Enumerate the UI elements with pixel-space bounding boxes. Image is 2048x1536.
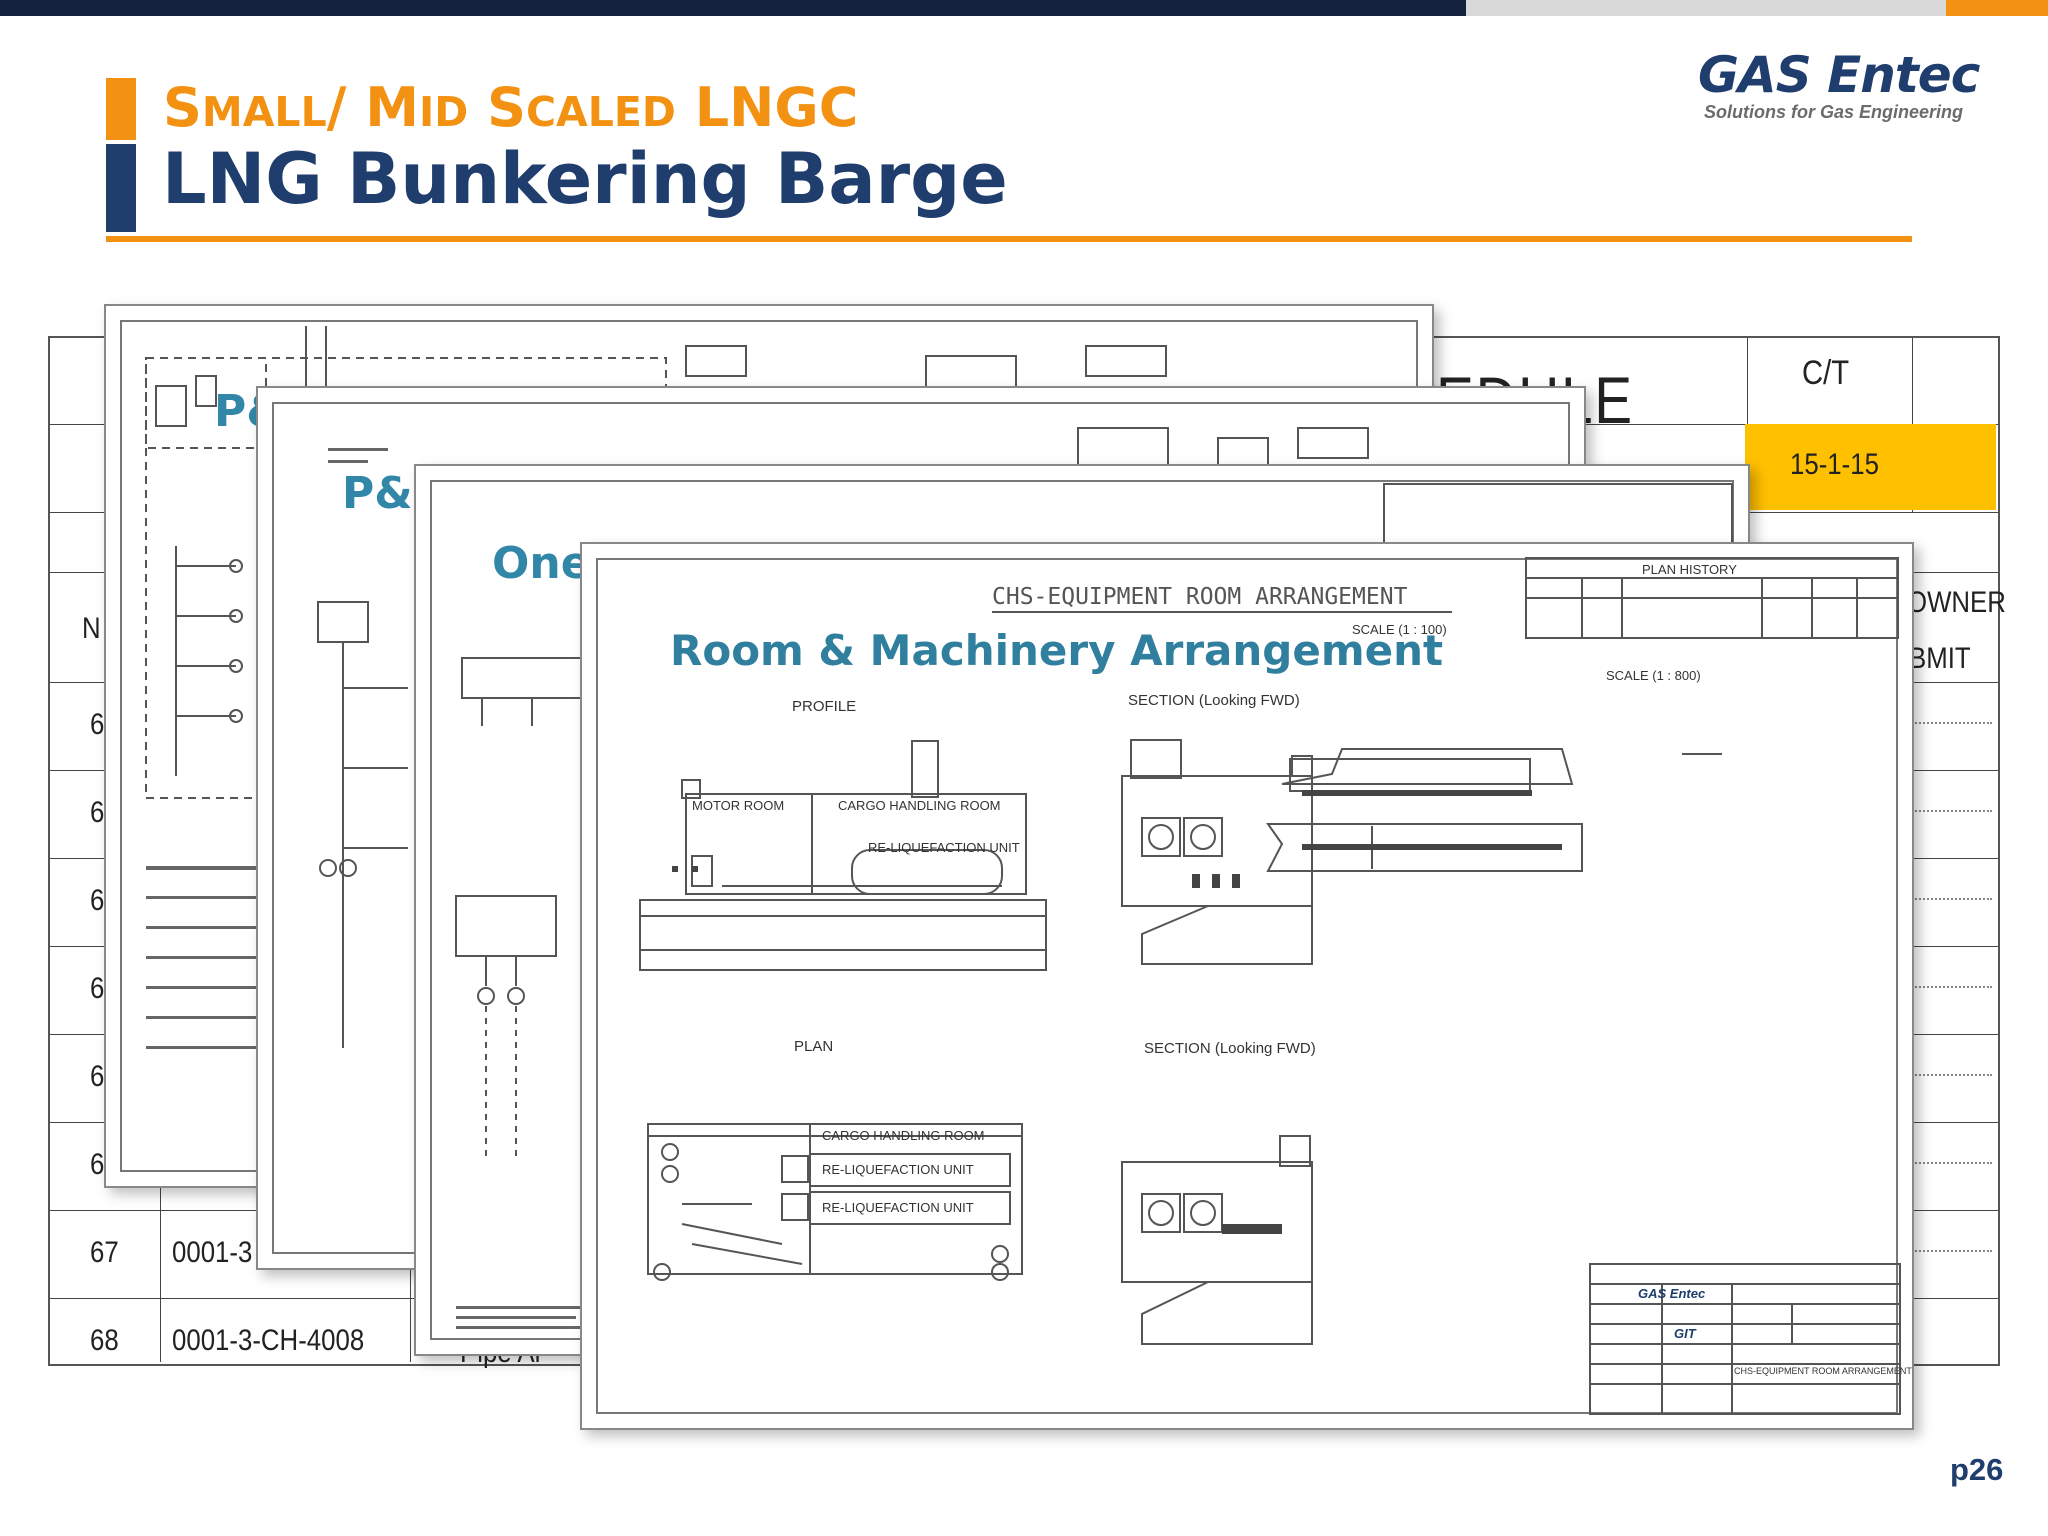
ct-value-cell <box>1745 424 1996 510</box>
table-dotted-rule <box>1912 810 1992 812</box>
table-dotted-rule <box>1912 1074 1992 1076</box>
room-label: RE-LIQUEFACTION UNIT <box>868 840 1020 855</box>
drawing-scale: SCALE (1 : 100) <box>1352 622 1447 637</box>
plan-history-title: PLAN HISTORY <box>1642 562 1737 577</box>
row-number: 6 <box>90 1148 105 1181</box>
titleblock-logo: GAS Entec <box>1638 1286 1706 1301</box>
titleblock-drawing-name: CHS-EQUIPMENT ROOM ARRANGEMENT <box>1734 1366 1912 1376</box>
room-label: CARGO HANDLING ROOM <box>838 798 1001 813</box>
row-number: 68 <box>90 1324 119 1357</box>
view-label-section: SECTION (Looking FWD) <box>1128 692 1300 709</box>
room-label: MOTOR ROOM <box>692 798 785 813</box>
room-label: CARGO HANDLING ROOM <box>822 1128 985 1143</box>
top-bar-gray <box>1466 0 1946 16</box>
view-label-profile: PROFILE <box>792 698 857 715</box>
row-number: 6 <box>90 972 105 1005</box>
row-number: 6 <box>90 796 105 829</box>
overall-scale: SCALE (1 : 800) <box>1606 668 1701 683</box>
title-underline <box>106 236 1912 242</box>
table-dotted-rule <box>1912 1250 1992 1252</box>
logo-wordmark: GAS Entec <box>1698 46 1980 104</box>
sheet-border <box>596 558 1898 1414</box>
table-dotted-rule <box>1912 722 1992 724</box>
logo-tagline: Solutions for Gas Engineering <box>1704 102 1964 122</box>
row-number: 6 <box>90 708 105 741</box>
view-label-section: SECTION (Looking FWD) <box>1144 1040 1316 1057</box>
submit-header: BMIT <box>1909 642 1971 675</box>
table-col-rule <box>410 1210 411 1362</box>
view-label-plan: PLAN <box>794 1038 834 1055</box>
row-number: 6 <box>90 884 105 917</box>
top-bar-dark <box>0 0 1466 16</box>
one-line-schematic <box>455 483 1733 1329</box>
ct-value: 15-1-15 <box>1790 448 1879 481</box>
table-dotted-rule <box>1912 986 1992 988</box>
table-dotted-rule <box>1912 898 1992 900</box>
arrangement-drawing <box>639 557 1901 1415</box>
titleblock-partner: GIT <box>1674 1326 1696 1341</box>
row-number: 67 <box>90 1236 119 1269</box>
table-dotted-rule <box>1912 1162 1992 1164</box>
slide-title: LNG Bunkering Barge <box>162 138 1008 220</box>
room-label: RE-LIQUEFACTION UNIT <box>822 1200 974 1215</box>
owner-header: OWNER <box>1907 586 2006 619</box>
ct-header: C/T <box>1802 354 1850 392</box>
title-accent <box>106 144 136 232</box>
row-number: 6 <box>90 1060 105 1093</box>
drawing-sheet-room-arrangement: CHS-EQUIPMENT ROOM ARRANGEMENT SCALE (1 … <box>580 542 1914 1430</box>
sheet-title: Room & Machinery Arrangement <box>670 626 1444 675</box>
room-label: RE-LIQUEFACTION UNIT <box>822 1162 974 1177</box>
row-doc-number: 0001-3-CH-4008 <box>172 1324 365 1357</box>
company-logo: GAS Entec Solutions for Gas Engineering <box>1698 48 1984 124</box>
top-bar-orange <box>1946 0 2048 16</box>
page-number: p26 <box>1950 1452 2004 1487</box>
row-doc-number: 0001-3 <box>172 1236 253 1269</box>
subtitle-accent <box>106 78 136 140</box>
drawing-title: CHS-EQUIPMENT ROOM ARRANGEMENT <box>992 584 1408 610</box>
no-header: N <box>82 612 101 645</box>
slide-subtitle: SMALL/ MID SCALED LNGC <box>163 76 859 139</box>
